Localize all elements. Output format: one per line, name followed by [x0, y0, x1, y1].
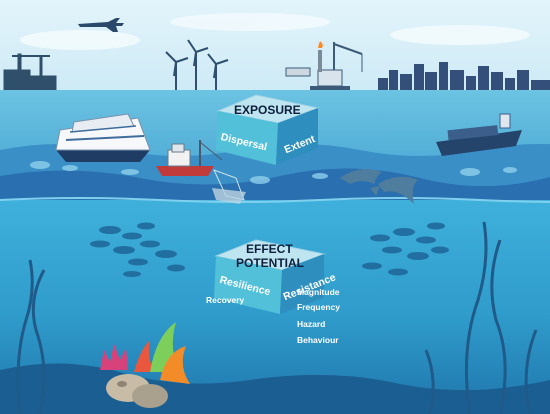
- clouds: [20, 13, 530, 50]
- exposure-left-face: [216, 111, 278, 165]
- effect-cube: [214, 239, 326, 314]
- factor-frequency: Frequency: [297, 302, 340, 312]
- coral-icon: [100, 322, 190, 384]
- effect-title-line2: POTENTIAL: [236, 256, 304, 270]
- fish-school-icon: [90, 222, 449, 277]
- cargo-ship-icon: [436, 113, 522, 156]
- airplane-icon: [78, 18, 124, 32]
- factor-behaviour: Behaviour: [297, 335, 339, 345]
- factor-magnitude: Magnitude: [297, 287, 340, 297]
- exposure-right-face: [276, 108, 318, 165]
- seaweed-icon: [16, 221, 538, 414]
- effect-title-line1: EFFECT: [246, 242, 293, 256]
- exposure-title: EXPOSURE: [234, 103, 301, 117]
- dolphin-icon: [340, 169, 418, 204]
- effect-right-face: [280, 254, 324, 314]
- fishing-boat-icon: [156, 140, 246, 204]
- cruise-ship-icon: [55, 113, 151, 162]
- factor-hazard: Hazard: [297, 319, 326, 329]
- exposure-cube: [216, 94, 320, 165]
- effect-left-face: [214, 256, 282, 314]
- rock-icon: [106, 374, 168, 408]
- surface-edge: [0, 197, 550, 203]
- factor-recovery: Recovery: [206, 295, 245, 305]
- wave-bubbles: [30, 161, 517, 184]
